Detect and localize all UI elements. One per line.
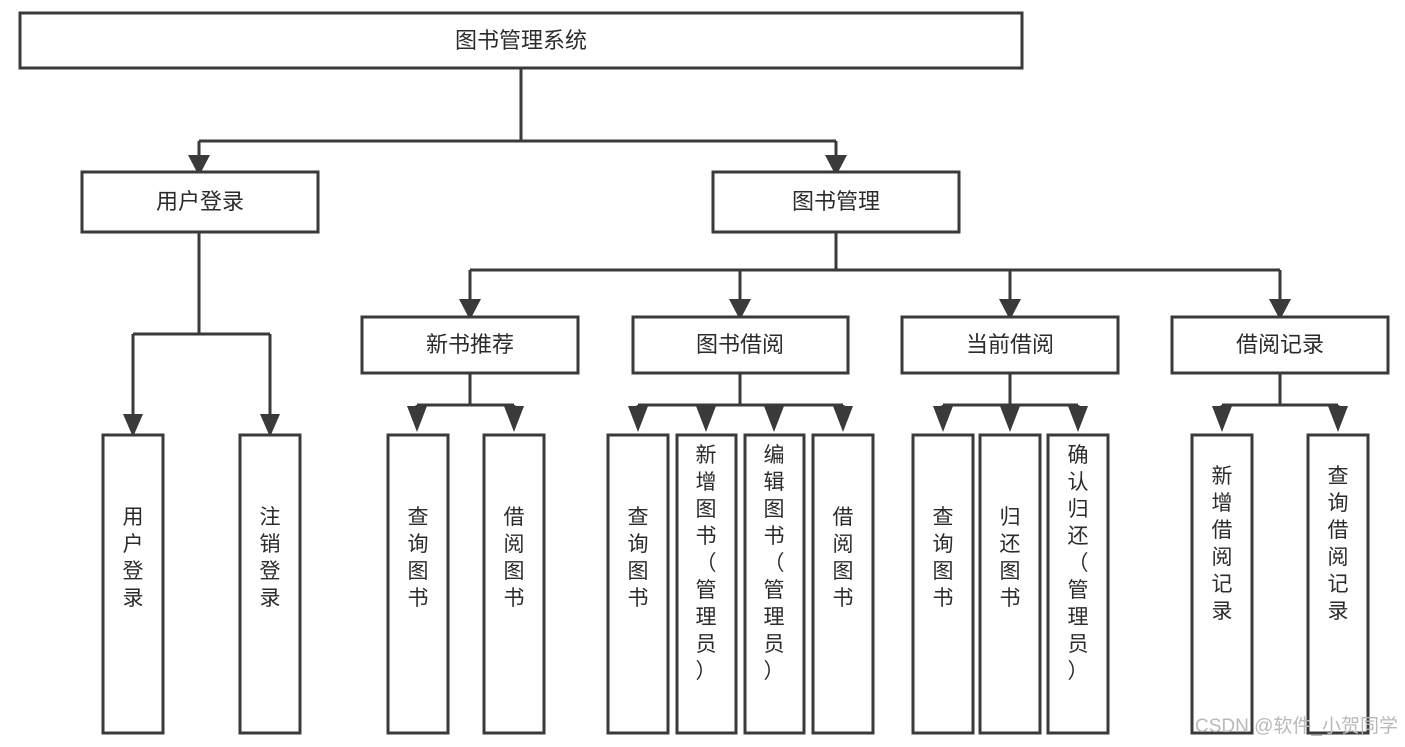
node-new-book-recommend-label: 新书推荐: [426, 332, 514, 357]
node-leaf-query-record-label: 查询借阅记录: [1328, 465, 1349, 623]
node-book-manage[interactable]: 图书管理: [711, 170, 961, 234]
node-leaf-user-login-label: 用户登录: [123, 506, 144, 610]
arrowhead-leaf-user-login: [123, 414, 143, 437]
arrowhead-borrow-record: [1269, 299, 1291, 320]
node-leaf-edit-book-box[interactable]: [743, 433, 806, 735]
node-borrow-record[interactable]: 借阅记录: [1170, 315, 1390, 375]
arrowhead-new-book-recommend: [459, 299, 481, 320]
node-leaf-return-book-label: 归还图书: [1000, 506, 1021, 610]
node-leaf-query-book-2[interactable]: 查询图书: [606, 433, 670, 735]
node-leaf-return-book[interactable]: 归还图书: [978, 433, 1042, 735]
arrowhead-book-borrow: [729, 299, 751, 320]
node-leaf-confirm-return[interactable]: 确认归还（管理员）: [1046, 433, 1110, 735]
arrowhead-leaf-query-record: [1328, 406, 1348, 432]
node-leaf-borrow-book-1-box[interactable]: [482, 433, 546, 735]
node-root[interactable]: 图书管理系统: [18, 11, 1024, 70]
node-leaf-borrow-book-1-label: 借阅图书: [504, 506, 525, 610]
arrowhead-leaf-add-book: [696, 406, 716, 432]
node-leaf-borrow-book-1[interactable]: 借阅图书: [482, 433, 546, 735]
node-leaf-add-book[interactable]: 新增图书（管理员）: [675, 433, 738, 735]
node-leaf-confirm-return-label: 确认归还（管理员）: [1068, 444, 1089, 683]
node-borrow-record-label: 借阅记录: [1236, 332, 1324, 357]
node-leaf-query-record[interactable]: 查询借阅记录: [1306, 433, 1370, 735]
connector-layer: [123, 68, 1348, 437]
node-leaf-add-book-label: 新增图书（管理员）: [696, 444, 717, 683]
node-leaf-query-book-3-label: 查询图书: [933, 506, 954, 610]
node-leaf-user-login[interactable]: 用户登录: [101, 433, 165, 735]
node-leaf-borrow-book-2-label: 借阅图书: [833, 506, 854, 610]
arrowhead-leaf-borrow-book-2: [833, 406, 853, 432]
node-book-manage-box[interactable]: [711, 170, 961, 234]
node-current-borrow-box[interactable]: [900, 315, 1120, 375]
node-leaf-add-record-label: 新增借阅记录: [1212, 465, 1233, 623]
arrowhead-leaf-query-book-2: [628, 406, 648, 432]
node-leaf-query-record-box[interactable]: [1306, 433, 1370, 735]
node-leaf-query-book-2-box[interactable]: [606, 433, 670, 735]
node-new-book-recommend[interactable]: 新书推荐: [360, 315, 580, 375]
csdn-watermark: CSDN @软件_小贺同学: [1195, 715, 1398, 737]
arrowhead-current-borrow: [999, 299, 1021, 320]
node-leaf-add-book-box[interactable]: [675, 433, 738, 735]
node-book-manage-label: 图书管理: [792, 189, 880, 214]
node-root-box[interactable]: [18, 11, 1024, 70]
node-leaf-return-book-box[interactable]: [978, 433, 1042, 735]
node-leaf-query-book-1[interactable]: 查询图书: [386, 433, 450, 735]
node-leaf-edit-book-label: 编辑图书（管理员）: [764, 444, 785, 683]
node-leaf-query-book-1-box[interactable]: [386, 433, 450, 735]
node-leaf-logout-label: 注销登录: [260, 506, 281, 610]
node-new-book-recommend-box[interactable]: [360, 315, 580, 375]
node-leaf-borrow-book-2[interactable]: 借阅图书: [811, 433, 875, 735]
node-leaf-query-book-1-label: 查询图书: [408, 506, 429, 610]
arrowhead-leaf-query-book-1: [407, 406, 427, 432]
arrowhead-leaf-borrow-book-1: [504, 406, 524, 432]
node-leaf-add-record[interactable]: 新增借阅记录: [1190, 433, 1254, 735]
node-user-login[interactable]: 用户登录: [80, 170, 320, 234]
node-user-login-box[interactable]: [80, 170, 320, 234]
node-root-label: 图书管理系统: [455, 28, 587, 53]
node-leaf-edit-book[interactable]: 编辑图书（管理员）: [743, 433, 806, 735]
node-book-borrow-label: 图书借阅: [696, 332, 784, 357]
arrowhead-user-login: [188, 155, 210, 176]
node-book-borrow-box[interactable]: [631, 315, 850, 375]
node-book-borrow[interactable]: 图书借阅: [631, 315, 850, 375]
node-leaf-logout-box[interactable]: [238, 433, 302, 735]
node-leaf-query-book-2-label: 查询图书: [628, 506, 649, 610]
node-user-login-label: 用户登录: [156, 189, 244, 214]
arrowhead-leaf-logout: [260, 414, 280, 437]
node-borrow-record-box[interactable]: [1170, 315, 1390, 375]
node-current-borrow-label: 当前借阅: [966, 332, 1054, 357]
arrowhead-leaf-query-book-3: [933, 406, 953, 432]
arrowhead-leaf-add-record: [1212, 406, 1232, 432]
arrowhead-leaf-edit-book: [764, 406, 784, 432]
arrowhead-book-manage: [825, 155, 847, 176]
node-leaf-query-book-3[interactable]: 查询图书: [911, 433, 975, 735]
node-leaf-logout[interactable]: 注销登录: [238, 433, 302, 735]
node-leaf-add-record-box[interactable]: [1190, 433, 1254, 735]
arrowhead-leaf-return-book: [1000, 406, 1020, 432]
node-leaf-query-book-3-box[interactable]: [911, 433, 975, 735]
arrowhead-leaf-confirm-return: [1068, 406, 1088, 432]
node-current-borrow[interactable]: 当前借阅: [900, 315, 1120, 375]
node-leaf-user-login-box[interactable]: [101, 433, 165, 735]
node-leaf-borrow-book-2-box[interactable]: [811, 433, 875, 735]
node-leaf-confirm-return-box[interactable]: [1046, 433, 1110, 735]
